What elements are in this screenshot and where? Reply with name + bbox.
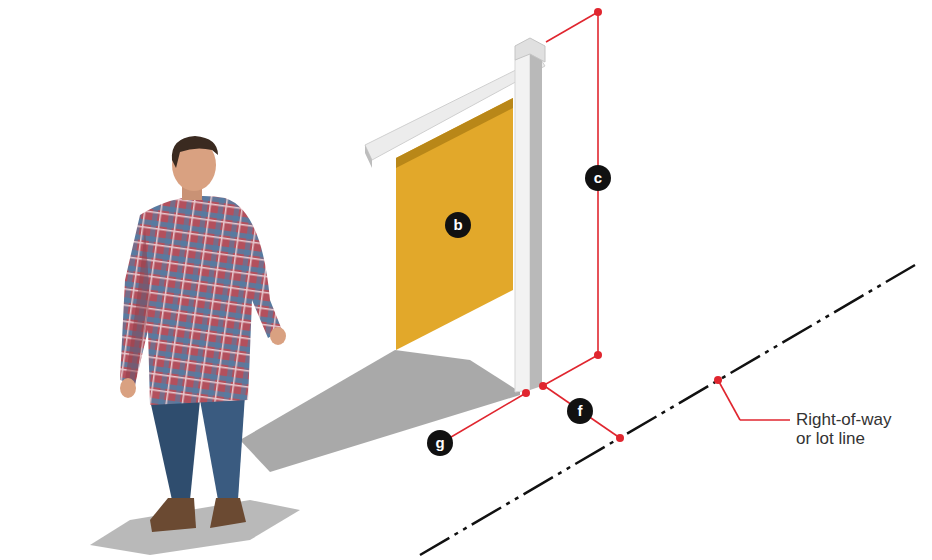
sign-panel-edge <box>396 98 513 168</box>
callout-letter: f <box>567 398 593 424</box>
sign-shadow <box>240 350 520 472</box>
callout-letter: c <box>585 165 611 191</box>
callout-letter: b <box>445 212 471 238</box>
line-label: Right-of-way or lot line <box>794 410 908 448</box>
post-cap <box>515 38 545 62</box>
callout-letter: g <box>427 430 453 456</box>
dimension-dots <box>522 8 722 442</box>
sign-arm-end <box>365 145 372 168</box>
sign-panel <box>396 98 513 350</box>
right-of-way-line <box>420 265 915 555</box>
sign-post <box>515 52 530 392</box>
person <box>120 136 286 532</box>
sign-post-side <box>530 52 542 390</box>
dimension-lines <box>446 12 790 440</box>
